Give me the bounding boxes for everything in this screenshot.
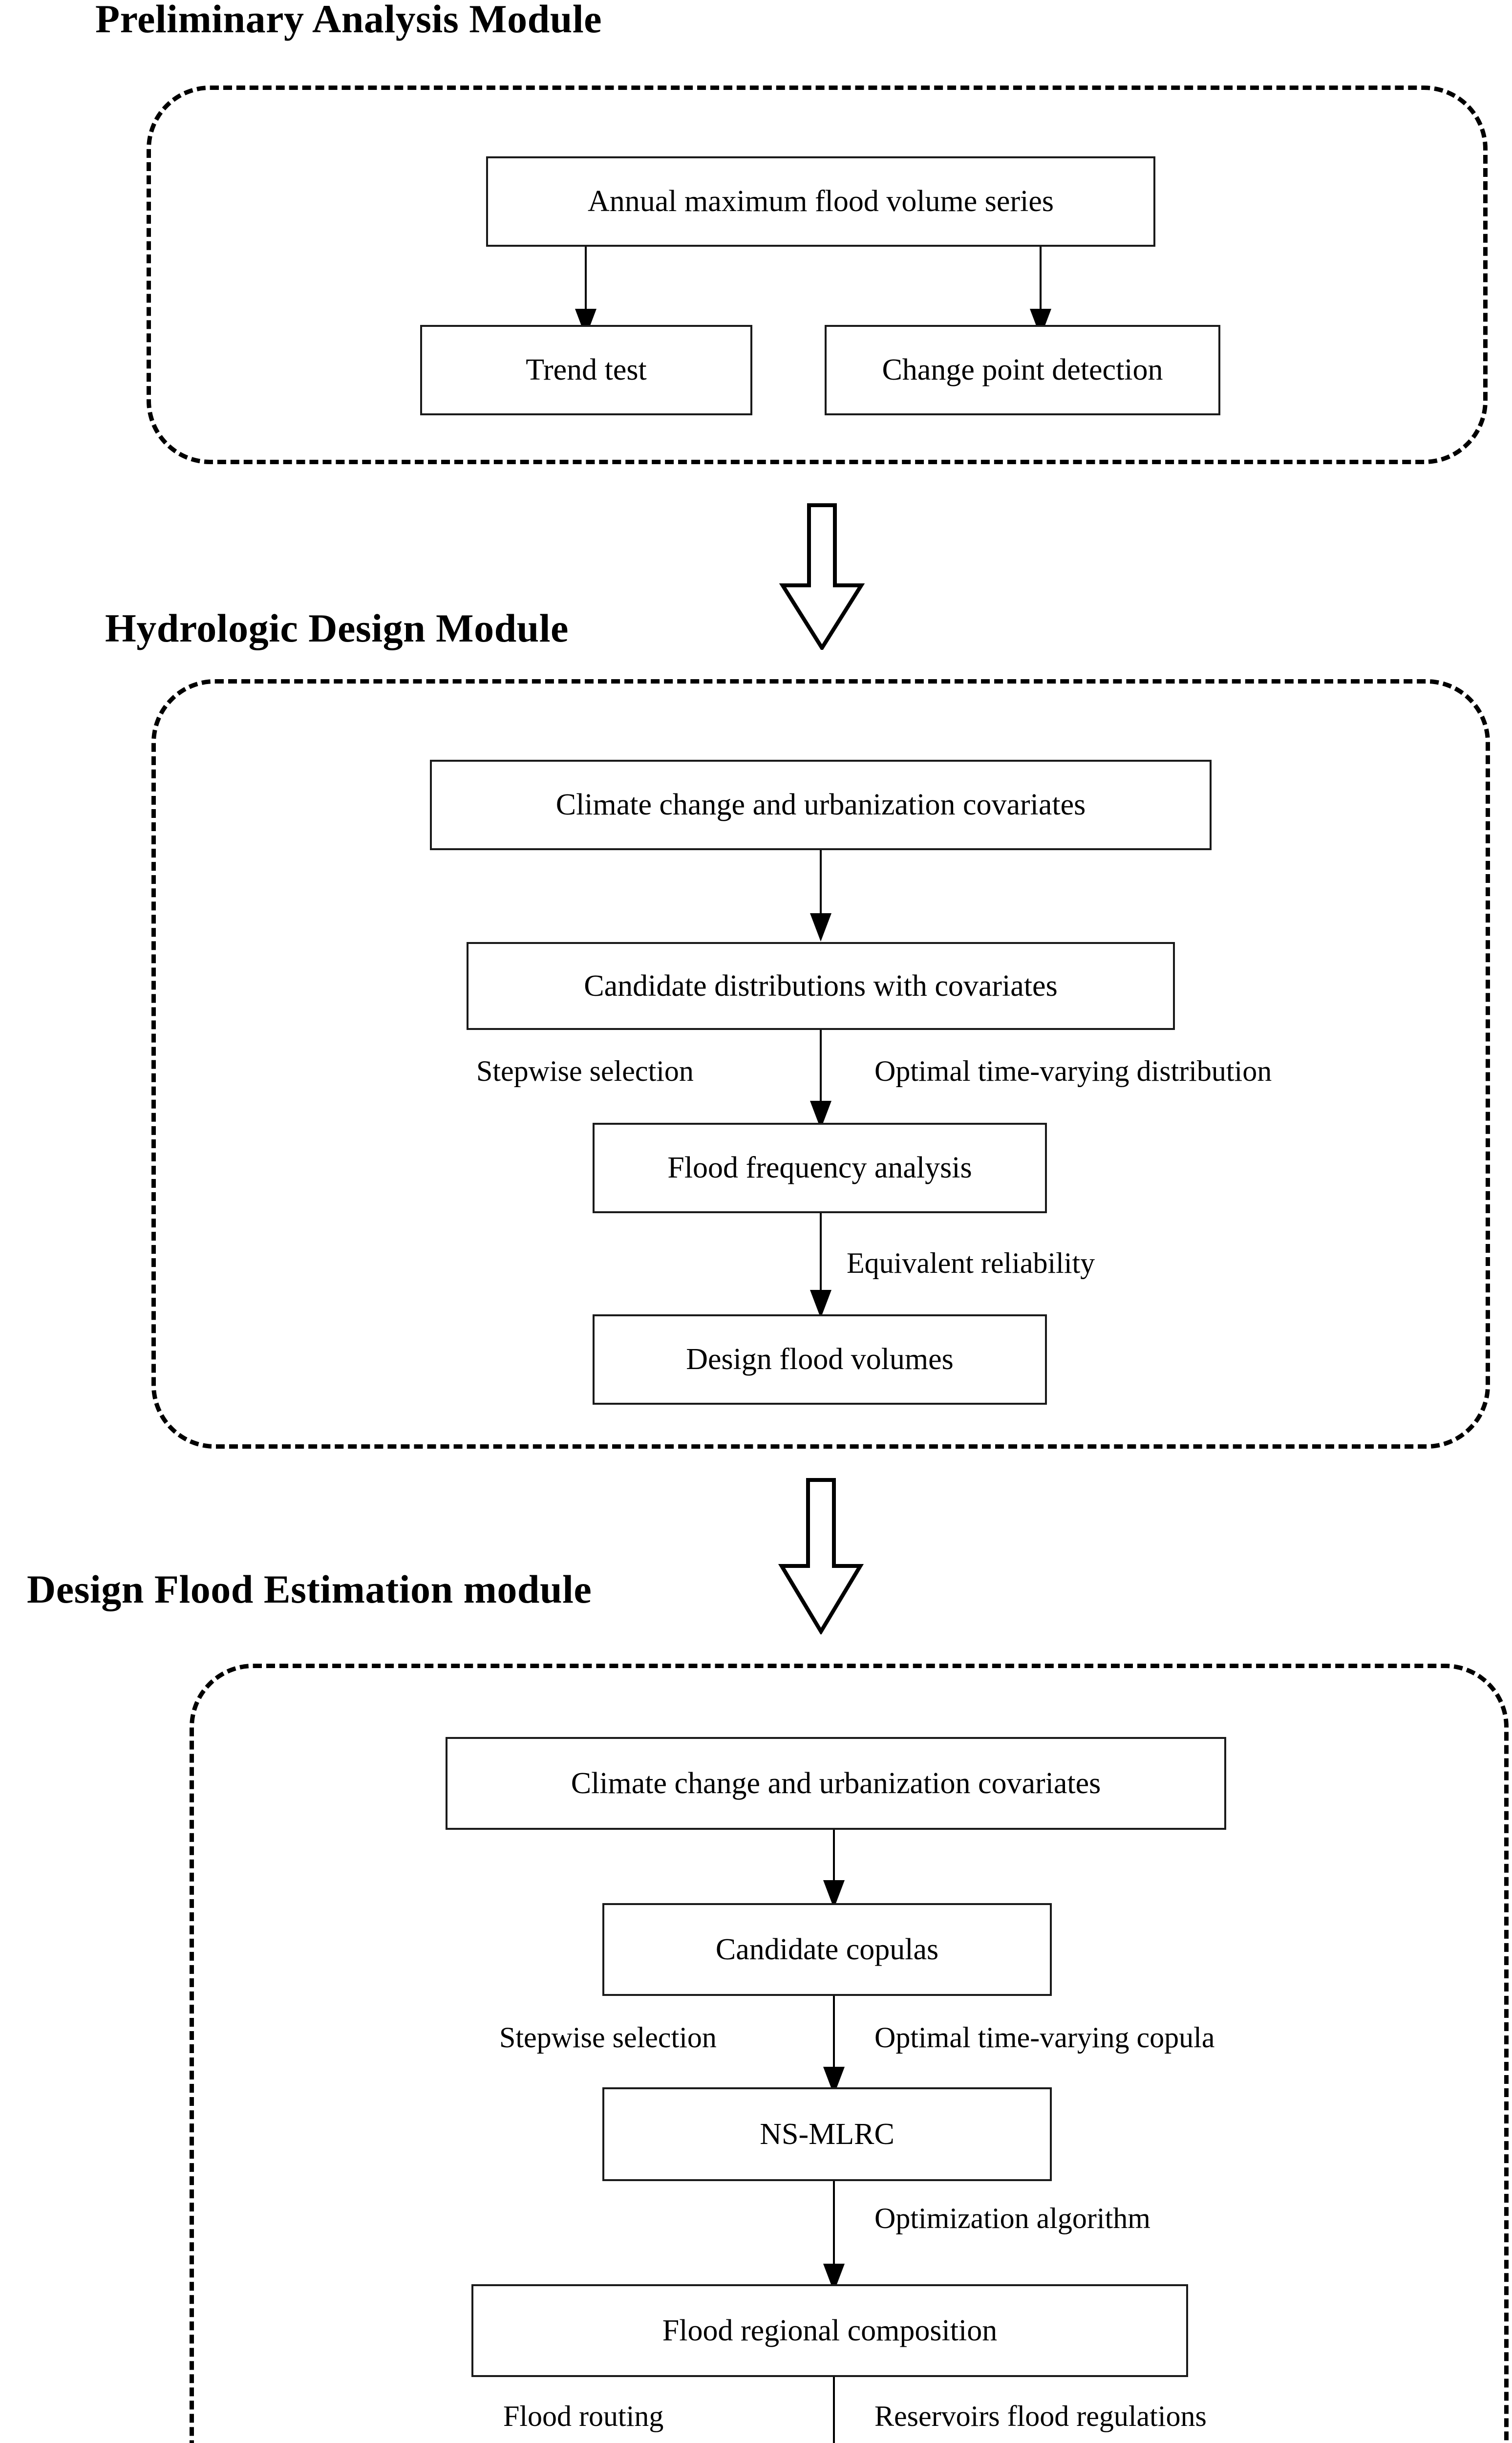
module-title-preliminary-analysis: Preliminary Analysis Module (95, 0, 602, 41)
node-flood-frequency-analysis[interactable]: Flood frequency analysis (593, 1123, 1047, 1213)
edge-label-flood-routing: Flood routing (503, 2400, 664, 2432)
module-title-hydrologic-design: Hydrologic Design Module (105, 606, 569, 650)
module-container-hydrologic-design (151, 679, 1490, 1449)
node-candidate-distributions[interactable]: Candidate distributions with covariates (467, 942, 1175, 1030)
connector-candidate-distributions-to-ffa (820, 1030, 822, 1123)
edge-label-optimal-time-varying-distribution: Optimal time-varying distribution (874, 1055, 1272, 1087)
node-candidate-copulas[interactable]: Candidate copulas (602, 1903, 1052, 1996)
module-container-preliminary-analysis (147, 86, 1488, 464)
connector-series-to-trend-test (585, 247, 587, 315)
connector-frc-to-design-flood-hydrographs (833, 2377, 835, 2443)
node-flood-regional-composition[interactable]: Flood regional composition (471, 2284, 1188, 2377)
arrowhead-candidate-distributions (810, 913, 831, 942)
edge-label-optimization-algorithm: Optimization algorithm (874, 2202, 1150, 2234)
block-arrow-module2-to-module3 (778, 1478, 864, 1637)
edge-label-reservoirs-flood-regulations: Reservoirs flood regulations (874, 2400, 1207, 2432)
connector-ns-mlrc-to-frc (833, 2181, 835, 2286)
node-change-point-detection[interactable]: Change point detection (825, 325, 1220, 415)
module-title-design-flood-estimation: Design Flood Estimation module (27, 1567, 592, 1611)
edge-label-stepwise-selection-1: Stepwise selection (476, 1055, 694, 1087)
node-annual-max-flood-volume-series[interactable]: Annual maximum flood volume series (486, 156, 1155, 247)
node-design-flood-volumes[interactable]: Design flood volumes (593, 1314, 1047, 1405)
connector-ffa-to-design-flood-volumes (820, 1213, 822, 1313)
node-climate-change-covariates-1[interactable]: Climate change and urbanization covariat… (430, 760, 1212, 850)
connector-covariates2-to-candidate-copulas (833, 1830, 835, 1893)
node-ns-mlrc[interactable]: NS-MLRC (602, 2087, 1052, 2181)
edge-label-equivalent-reliability: Equivalent reliability (847, 1247, 1095, 1279)
edge-label-optimal-time-varying-copula: Optimal time-varying copula (874, 2021, 1215, 2054)
edge-label-stepwise-selection-2: Stepwise selection (499, 2021, 717, 2054)
module-container-design-flood-estimation (190, 1664, 1509, 2443)
connector-candidate-copulas-to-ns-mlrc (833, 1996, 835, 2089)
node-climate-change-covariates-2[interactable]: Climate change and urbanization covariat… (446, 1737, 1226, 1830)
connector-series-to-change-point (1040, 247, 1042, 315)
block-arrow-module1-to-module2 (779, 503, 865, 652)
arrowhead-design-flood-volumes (810, 1290, 831, 1318)
node-trend-test[interactable]: Trend test (420, 325, 752, 415)
connector-covariates1-to-candidate-distributions (820, 850, 822, 919)
